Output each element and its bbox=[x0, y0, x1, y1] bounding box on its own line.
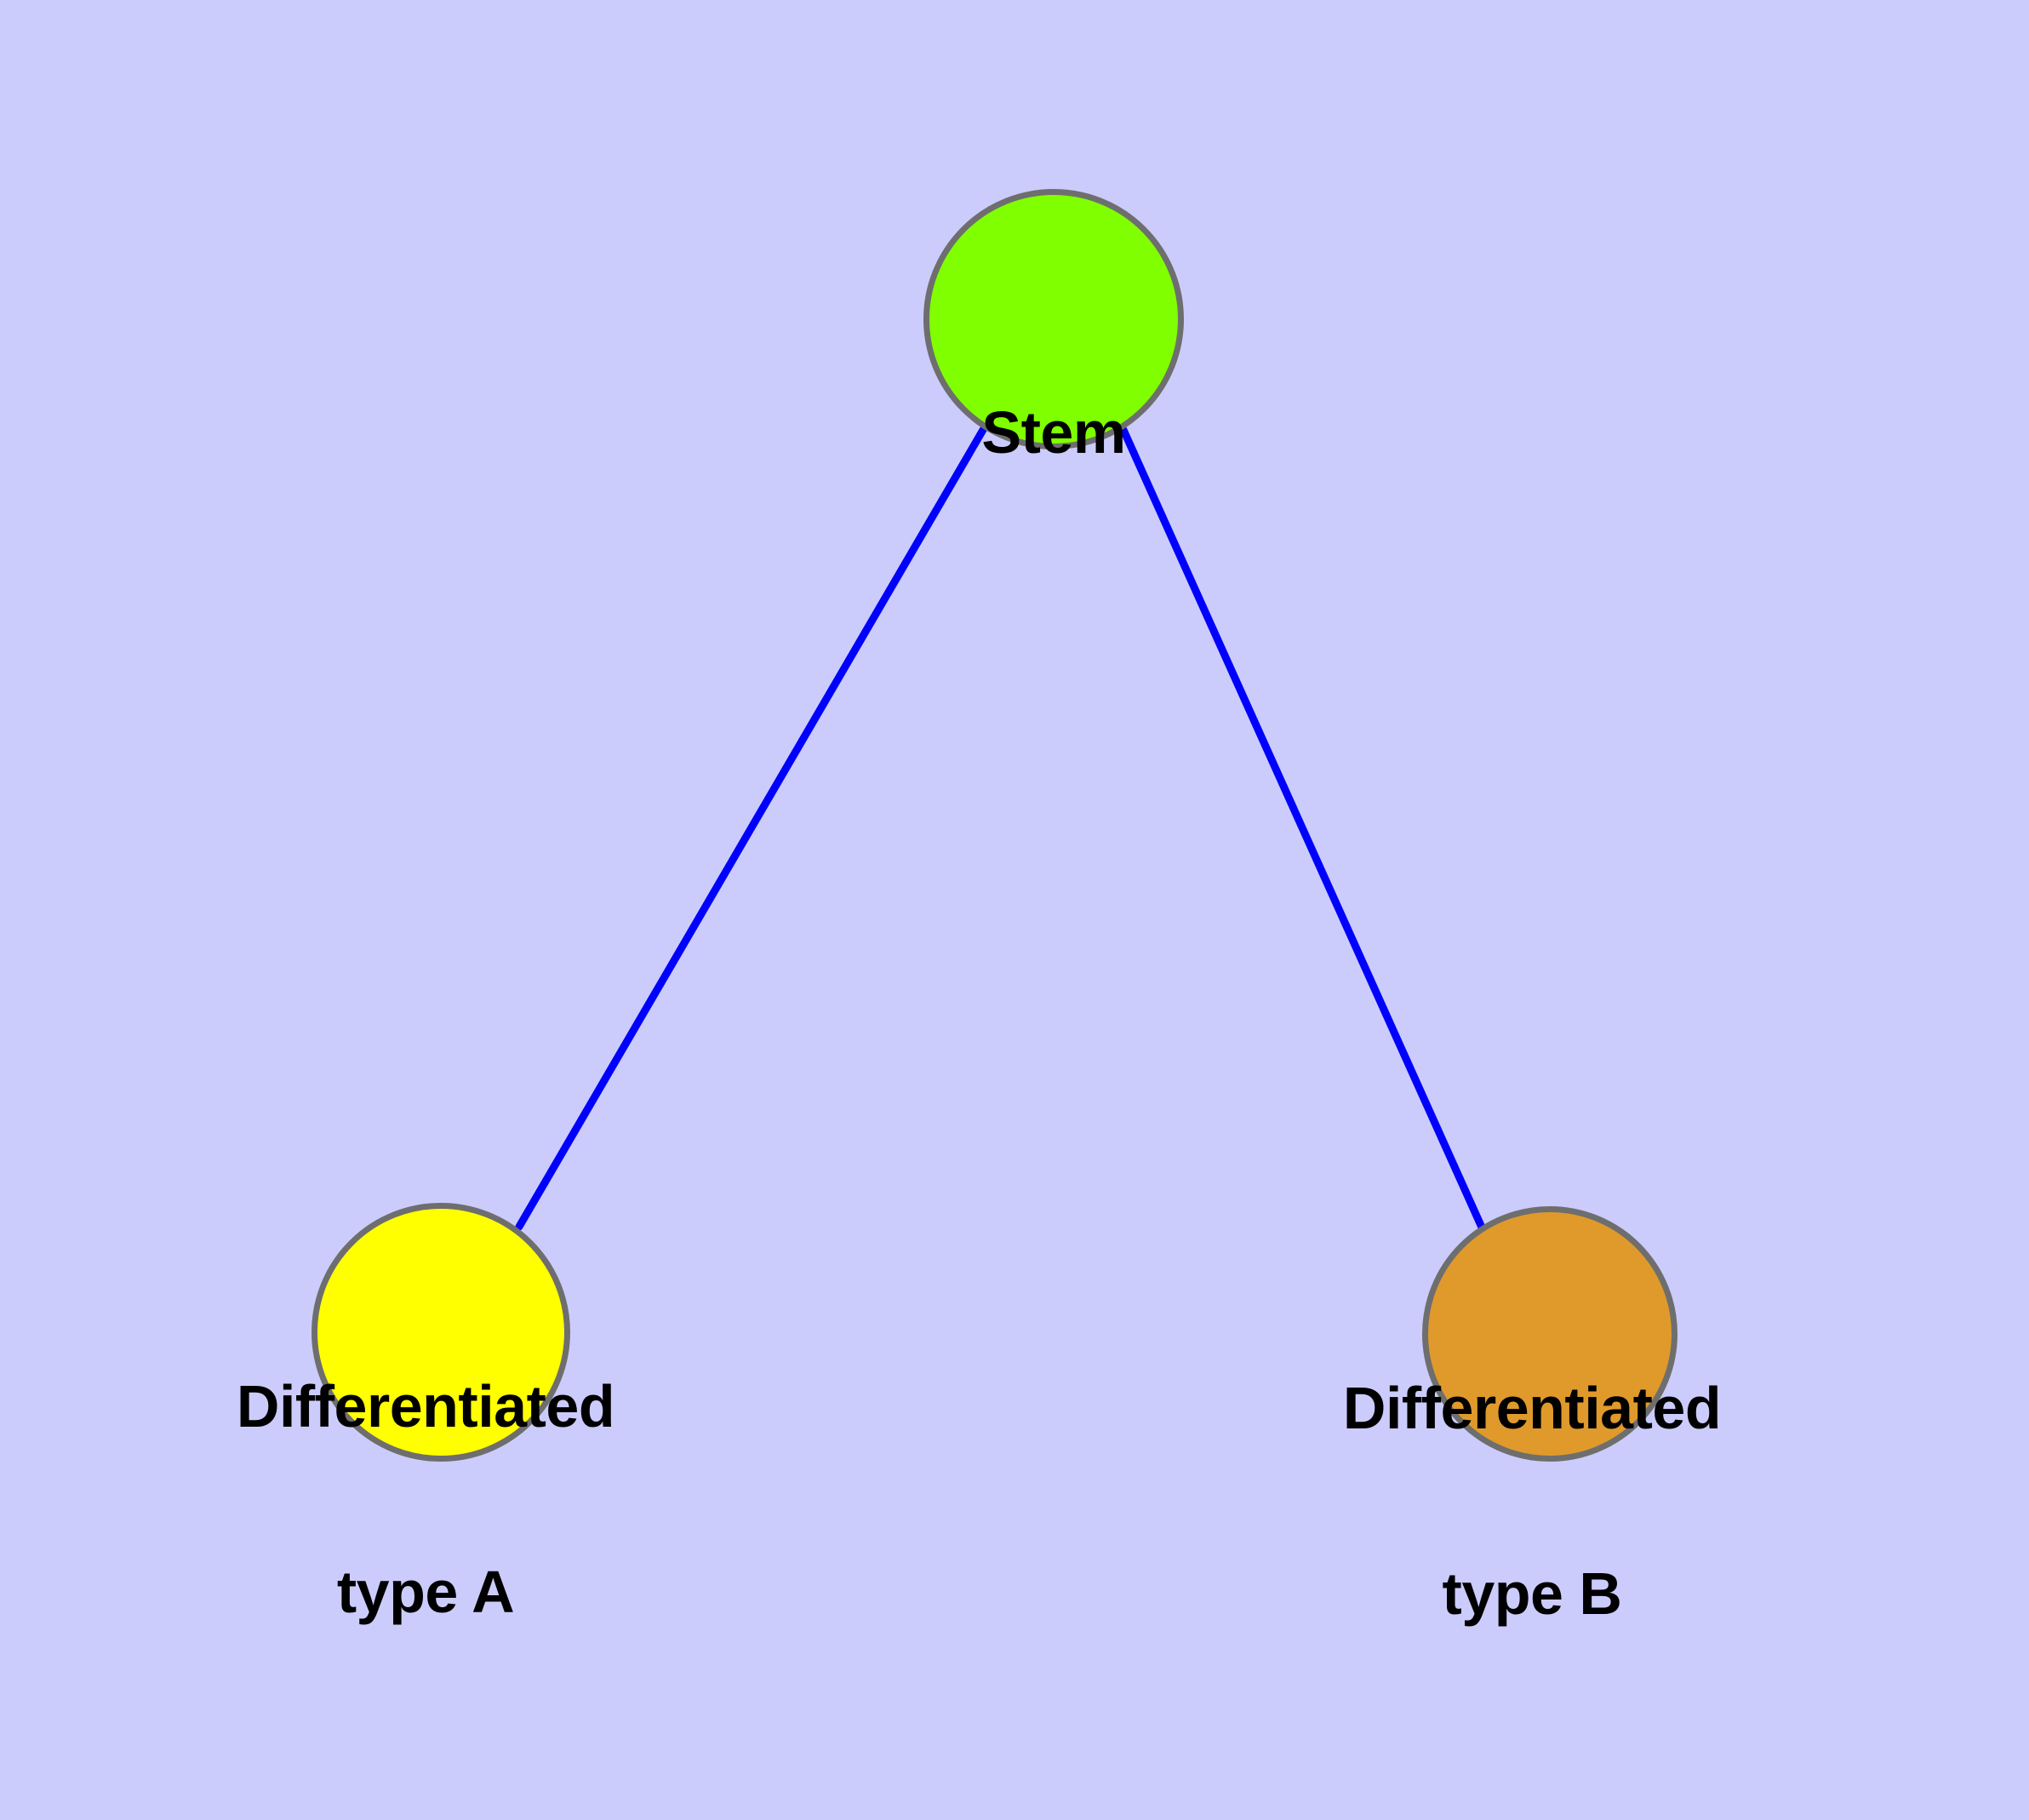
node-differentiated-type-b[interactable] bbox=[1422, 1206, 1677, 1462]
node-stem[interactable] bbox=[923, 189, 1184, 449]
node-differentiated-type-a[interactable] bbox=[311, 1203, 570, 1462]
edge-stem-to-differentiated-type-a bbox=[515, 426, 987, 1231]
edge-stem-to-differentiated-type-b bbox=[1119, 426, 1487, 1233]
